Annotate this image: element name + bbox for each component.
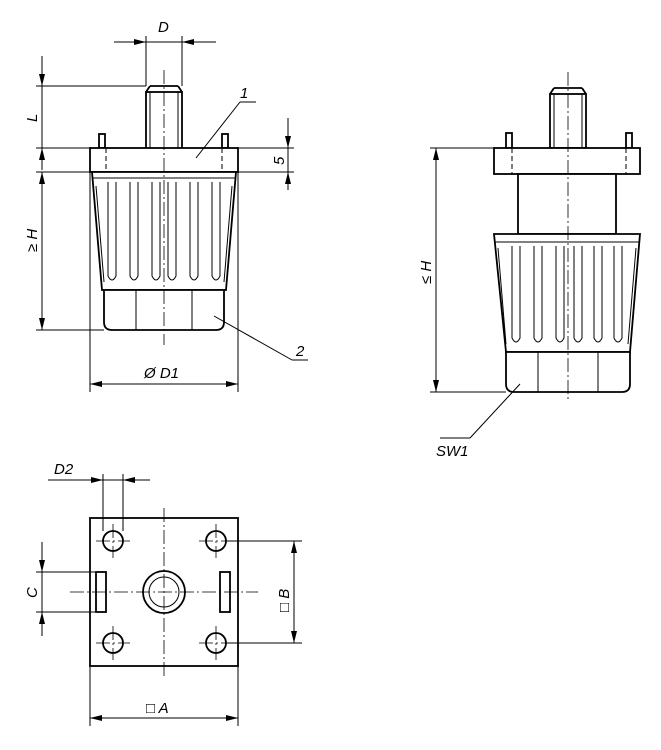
hex-foot — [103, 289, 225, 331]
side-view-min-height: D L ≥ H 5 — [24, 19, 308, 392]
dimension-D1: Ø D1 — [89, 172, 239, 392]
leader-part-1: 1 — [195, 85, 256, 159]
knurled-adjusting-nut-extended — [493, 233, 641, 353]
dimension-A: □ A — [89, 666, 239, 726]
label-max-H: ≤ H — [418, 261, 435, 284]
side-view-max-height: ≤ H SW1 — [418, 72, 641, 460]
top-view: D2 C □ B □ A — [24, 461, 302, 726]
leader-SW1: SW1 — [436, 383, 521, 460]
inner-sleeve — [517, 173, 617, 235]
leader-part-2: 2 — [213, 315, 308, 361]
label-part-2: 2 — [295, 343, 305, 360]
hex-foot-extended — [505, 351, 631, 393]
label-A: □ A — [146, 700, 169, 717]
label-min-H: ≥ H — [24, 229, 41, 252]
dimension-B: □ B — [226, 540, 302, 644]
dimension-D2: D2 — [48, 461, 150, 531]
locating-pin — [98, 133, 106, 149]
label-SW1: SW1 — [436, 443, 469, 460]
locating-pin — [625, 132, 633, 149]
dimension-L: L — [24, 56, 146, 170]
label-5: 5 — [271, 156, 288, 165]
locating-pin — [221, 133, 229, 149]
label-D: D — [158, 19, 169, 36]
base-plate-extended — [493, 147, 641, 175]
dimension-D: D — [114, 19, 216, 86]
label-C: C — [24, 587, 41, 598]
dimension-max-H: ≤ H — [418, 147, 506, 393]
dimension-min-H: ≥ H — [24, 171, 104, 331]
locating-pin — [505, 132, 513, 149]
dimension-5: 5 — [238, 118, 294, 190]
label-D2: D2 — [54, 461, 74, 478]
dimension-C: C — [24, 542, 96, 636]
label-D1: Ø D1 — [143, 365, 179, 382]
label-part-1: 1 — [240, 85, 248, 102]
label-L: L — [24, 114, 41, 122]
label-B: □ B — [276, 589, 293, 612]
